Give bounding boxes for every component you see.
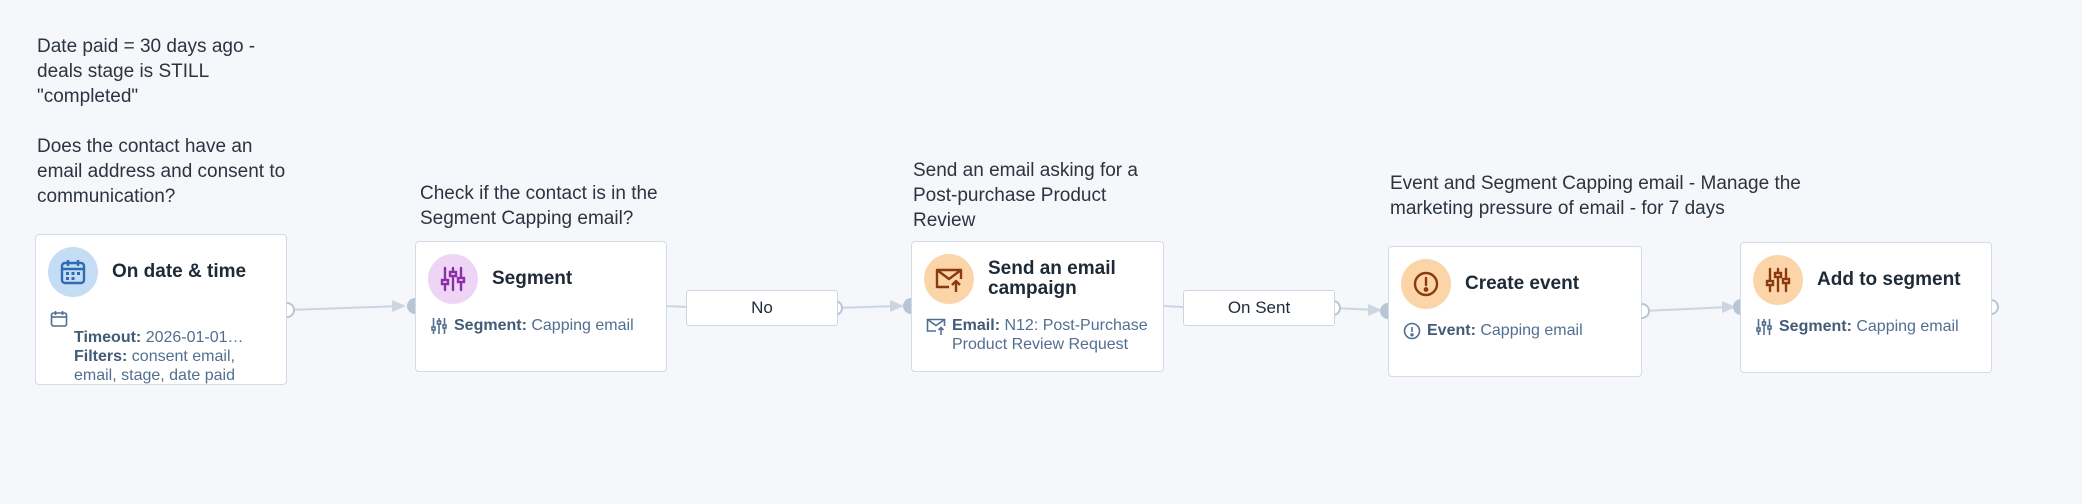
- email-detail: Email: N12: Post-Purchase Product Review…: [926, 316, 1148, 354]
- connector-line: [1163, 305, 1184, 308]
- add-to-segment-title: Add to segment: [1817, 269, 1961, 290]
- arrow-head: [890, 300, 904, 312]
- arrow-head: [1722, 301, 1736, 313]
- email-note: Send an email asking for a Post-purchase…: [913, 160, 1138, 231]
- trigger-card[interactable]: On date & time Timeout: 2026-01-01… Filte…: [35, 234, 287, 385]
- segment-card[interactable]: Segment Segment: Capping email: [415, 241, 667, 372]
- sliders-small-icon: [431, 318, 447, 334]
- email-detail-value: N12: Post-Purchase Product Review Reques…: [952, 317, 1148, 353]
- connector-line: [286, 305, 403, 311]
- email-send-icon: [924, 254, 974, 304]
- sliders-small-icon: [1756, 319, 1772, 335]
- create-event-card[interactable]: Create event Event: Capping email: [1388, 246, 1642, 377]
- segment-detail-value: Capping email: [526, 317, 634, 334]
- connector-line: [1641, 306, 1731, 312]
- segment-note: Check if the contact is in the Segment C…: [420, 183, 658, 229]
- branch-no[interactable]: No: [686, 290, 838, 326]
- arrow-head: [1368, 304, 1382, 316]
- event-detail: Event: Capping email: [1403, 321, 1583, 340]
- email-title: Send an email campaign: [988, 258, 1116, 299]
- event-detail-label: Event:: [1427, 322, 1476, 339]
- filters-label: Filters:: [74, 348, 128, 365]
- alert-circle-icon: [1401, 259, 1451, 309]
- email-card[interactable]: Send an email campaign Email: N12: Post-…: [911, 241, 1164, 372]
- segment-detail-label: Segment:: [454, 317, 527, 334]
- sliders-icon: [428, 254, 478, 304]
- segment-detail: Segment: Capping email: [430, 316, 634, 335]
- event-note: Event and Segment Capping email - Manage…: [1390, 173, 1801, 219]
- timeout-value: 2026-01-01…: [141, 329, 244, 346]
- event-detail-value: Capping email: [1475, 322, 1583, 339]
- add-to-segment-card[interactable]: Add to segment Segment: Capping email: [1740, 242, 1992, 373]
- email-small-icon: [926, 318, 946, 335]
- alert-small-icon: [1403, 322, 1421, 340]
- email-detail-label: Email:: [952, 317, 1001, 334]
- calendar-small-icon: [50, 311, 68, 327]
- connector-line: [665, 305, 687, 308]
- add-segment-detail: Segment: Capping email: [1755, 317, 1959, 336]
- arrow-head: [392, 300, 406, 312]
- segment-title: Segment: [492, 268, 573, 289]
- branch-on-sent[interactable]: On Sent: [1183, 290, 1335, 326]
- sliders-icon: [1753, 255, 1803, 305]
- timeout-label: Timeout:: [74, 329, 142, 346]
- trigger-detail: Timeout: 2026-01-01… Filters: consent ema…: [50, 309, 244, 385]
- connector-line: [834, 305, 899, 309]
- trigger-title: On date & time: [112, 261, 247, 282]
- filters-value: consent email, email, stage, date paid: [74, 348, 235, 384]
- calendar-icon: [48, 247, 98, 297]
- add-segment-detail-label: Segment:: [1779, 318, 1852, 335]
- add-segment-detail-value: Capping email: [1851, 318, 1959, 335]
- trigger-note: Date paid = 30 days ago - deals stage is…: [37, 36, 286, 207]
- create-event-title: Create event: [1465, 273, 1580, 294]
